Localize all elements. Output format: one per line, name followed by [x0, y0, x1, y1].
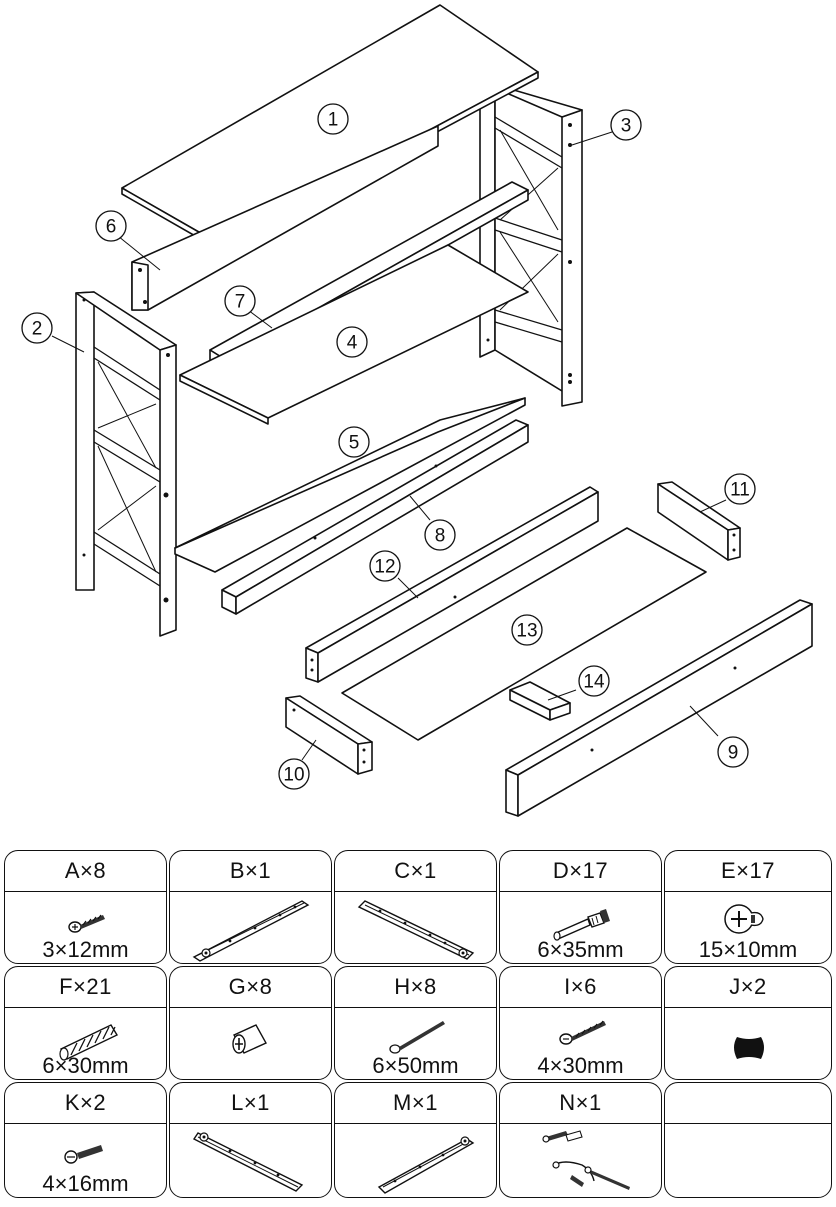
- drawer-slide-rail-icon: [377, 1136, 475, 1194]
- hardware-cell-h: H×8 6×50mm: [334, 966, 497, 1080]
- svg-text:8: 8: [435, 526, 446, 547]
- hardware-label: J×2: [665, 967, 831, 1008]
- part-6-back-board: [131, 125, 439, 311]
- hardware-size: 4×30mm: [537, 1053, 624, 1078]
- svg-text:4: 4: [347, 333, 358, 354]
- svg-text:5: 5: [349, 433, 360, 454]
- callout-6: 6: [95, 210, 127, 242]
- drawer-slide-rail-icon: [192, 900, 310, 962]
- hardware-size: 6×50mm: [372, 1053, 459, 1078]
- hardware-label: A×8: [5, 851, 166, 892]
- hardware-label: D×17: [500, 851, 661, 892]
- callout-10: 10: [278, 758, 310, 790]
- hardware-cell-k: K×2 4×16mm: [4, 1082, 167, 1198]
- part-10-drawer-side: [285, 695, 373, 775]
- wood-screw-icon: [559, 1020, 606, 1045]
- wooden-dowel-icon: [59, 1024, 118, 1061]
- callout-5: 5: [338, 426, 370, 458]
- svg-text:3: 3: [621, 116, 632, 137]
- svg-text:6: 6: [106, 217, 117, 238]
- drawer-knob-icon: [734, 1037, 764, 1059]
- machine-screw-icon: [64, 1145, 103, 1164]
- drawer-slide-rail-icon: [357, 900, 475, 960]
- svg-text:1: 1: [328, 110, 339, 131]
- hardware-cell-a: A×8 3×12mm: [4, 850, 167, 964]
- svg-text:10: 10: [283, 765, 304, 786]
- callout-7: 7: [224, 285, 256, 317]
- hardware-size: 4×16mm: [42, 1171, 129, 1196]
- part-14-drawer-support: [509, 681, 571, 721]
- hardware-label: G×8: [170, 967, 331, 1008]
- callout-1: 1: [317, 103, 349, 135]
- hardware-label: [665, 1083, 831, 1124]
- hardware-label: K×2: [5, 1083, 166, 1124]
- svg-text:2: 2: [32, 319, 43, 340]
- long-bolt-icon: [389, 1021, 445, 1054]
- hardware-label: E×17: [665, 851, 831, 892]
- callout-13: 13: [511, 614, 543, 646]
- hardware-cell-e: E×17 15×10mm: [664, 850, 832, 964]
- hardware-label: H×8: [335, 967, 496, 1008]
- part-2-left-side-frame: [75, 291, 177, 637]
- hardware-size: 6×30mm: [42, 1053, 129, 1078]
- hardware-cell-l: L×1: [169, 1082, 332, 1198]
- hardware-cell-n: N×1: [499, 1082, 662, 1198]
- hardware-cell-m: M×1: [334, 1082, 497, 1198]
- hardware-table: A×8 3×12mm B×1 C×1: [4, 850, 832, 1200]
- hardware-cell-f: F×21 6×30mm: [4, 966, 167, 1080]
- callout-2: 2: [21, 312, 53, 344]
- part-3-right-side-frame: [479, 85, 583, 407]
- svg-text:9: 9: [728, 743, 739, 764]
- part-11-drawer-side: [657, 481, 741, 561]
- hardware-size: 3×12mm: [42, 937, 129, 962]
- exploded-assembly-diagram: 1 2 3 4 5 6 7 8 9 10 11 12 13 14: [21, 4, 813, 817]
- callout-8: 8: [424, 519, 456, 551]
- callout-4: 4: [336, 326, 368, 358]
- hardware-cell-c: C×1: [334, 850, 497, 964]
- hardware-label: M×1: [335, 1083, 496, 1124]
- svg-text:7: 7: [235, 292, 246, 313]
- svg-text:11: 11: [730, 480, 750, 501]
- callout-12: 12: [369, 550, 401, 582]
- wood-screw-icon: [68, 914, 105, 933]
- part-9-drawer-front: [505, 599, 813, 817]
- hardware-cell-d: D×17 6×35mm: [499, 850, 662, 964]
- barrel-nut-icon: [232, 1024, 267, 1054]
- svg-text:12: 12: [374, 557, 395, 578]
- hardware-label: C×1: [335, 851, 496, 892]
- part-5-lower-shelf: [174, 397, 526, 573]
- anti-tip-kit-icon: [542, 1130, 630, 1190]
- drawer-slide-rail-icon: [192, 1132, 304, 1192]
- hardware-cell-b: B×1: [169, 850, 332, 964]
- callout-9: 9: [717, 736, 749, 768]
- callout-3: 3: [610, 109, 642, 141]
- cam-lock-nut-icon: [724, 904, 764, 934]
- svg-text:14: 14: [583, 672, 605, 693]
- hardware-size: 6×35mm: [537, 937, 624, 962]
- hardware-cell-j: J×2: [664, 966, 832, 1080]
- part-8-bottom-rail: [221, 419, 529, 615]
- callout-11: 11: [724, 473, 756, 505]
- hardware-cell-empty: [664, 1082, 832, 1198]
- part-12-drawer-back: [305, 486, 599, 683]
- hardware-label: N×1: [500, 1083, 661, 1124]
- svg-text:13: 13: [516, 621, 537, 642]
- hardware-cell-g: G×8: [169, 966, 332, 1080]
- hardware-label: I×6: [500, 967, 661, 1008]
- hardware-size: 15×10mm: [698, 937, 798, 962]
- cam-bolt-icon: [553, 909, 610, 941]
- hardware-label: B×1: [170, 851, 331, 892]
- hardware-cell-i: I×6 4×30mm: [499, 966, 662, 1080]
- callout-14: 14: [578, 665, 610, 697]
- callout-leader-lines: [51, 131, 727, 761]
- hardware-label: F×21: [5, 967, 166, 1008]
- hardware-label: L×1: [170, 1083, 331, 1124]
